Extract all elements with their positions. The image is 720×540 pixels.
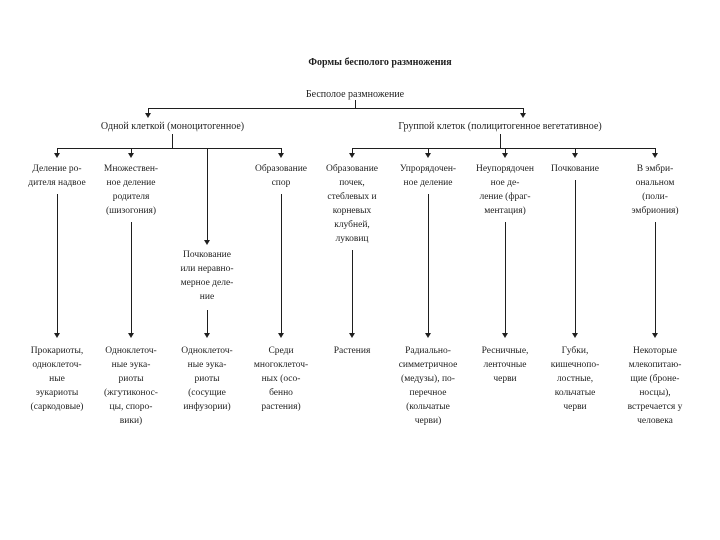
tick-col8 [575, 148, 576, 154]
node-unordered-division: Неупорядочен ное де- ление (фраг- ментац… [476, 164, 534, 216]
node-plants: Растения [333, 346, 371, 356]
arrow-col8-down [572, 333, 578, 338]
arrow-col9-down [652, 333, 658, 338]
connector-col6-down [428, 194, 429, 334]
connector-col1-down [57, 194, 58, 334]
arrow-col9 [652, 153, 658, 158]
connector-root-stem [355, 100, 356, 108]
connector-right-group-horizontal [352, 148, 655, 149]
node-multiple-division: Множествен- ное деление родителя (шизого… [103, 164, 159, 216]
arrow-col3-upper [204, 240, 210, 245]
node-bud-tuber-formation: Образование почек, стеблевых и корневых … [325, 164, 379, 244]
tick-col6 [428, 148, 429, 154]
connector-col3-lower [207, 310, 208, 334]
diagram-title: Формы бесполого размножения [308, 57, 452, 68]
arrow-col7-down [502, 333, 508, 338]
node-budding: Почкование [551, 164, 599, 174]
root-node: Бесполое размножение [305, 89, 405, 100]
node-polyembryony: В эмбри- ональном (поли- эмбриония) [631, 164, 679, 216]
connector-col5-down [352, 250, 353, 334]
connector-left-group-horizontal [57, 148, 281, 149]
connector-top-horizontal [148, 108, 523, 109]
arrow-col1-down [54, 333, 60, 338]
arrow-col7 [502, 153, 508, 158]
connector-col7-down [505, 222, 506, 334]
arrow-right-branch [520, 113, 526, 118]
node-medusae-annelids: Радиально- симметричное (медузы), по- пе… [398, 346, 458, 426]
node-ciliated-tapeworms: Ресничные, ленточные черви [481, 346, 529, 384]
node-budding-unequal-division: Почкование или неравно- мерное деле- ние [180, 250, 234, 302]
tick-col1 [57, 148, 58, 154]
node-prokaryotes-sarcodina: Прокариоты, одноклеточ- ные эукариоты (с… [30, 346, 84, 412]
tick-col5 [352, 148, 353, 154]
connector-col4-down [281, 194, 282, 334]
node-flagellates-sporozoans: Одноклеточ- ные эука- риоты (жгутиконос-… [104, 346, 158, 426]
connector-col8-down [575, 180, 576, 334]
connector-col9-down [655, 222, 656, 334]
node-division-in-two: Деление ро- дителя надвое [28, 164, 86, 188]
arrow-left-branch [145, 113, 151, 118]
connector-left-branch-tick [148, 108, 149, 114]
arrow-col1 [54, 153, 60, 158]
arrow-col4-down [278, 333, 284, 338]
tick-col2 [131, 148, 132, 154]
arrow-col6 [425, 153, 431, 158]
arrow-col5 [349, 153, 355, 158]
connector-left-group-stem [172, 134, 173, 148]
node-spore-formation: Образование спор [254, 164, 308, 188]
node-sponges-coelenterates: Губки, кишечнопо- лостные, кольчатые чер… [550, 346, 600, 412]
node-mammals-armadillos: Некоторые млекопитаю- щие (броне- носцы)… [627, 346, 683, 426]
connector-right-group-stem [500, 134, 501, 148]
tick-col9 [655, 148, 656, 154]
arrow-col3-lower [204, 333, 210, 338]
arrow-col5-down [349, 333, 355, 338]
arrow-col2 [128, 153, 134, 158]
tick-col7 [505, 148, 506, 154]
connector-col2-down [131, 222, 132, 334]
tick-col4 [281, 148, 282, 154]
node-ordered-division: Упрорядочен- ное деление [399, 164, 457, 188]
arrow-col6-down [425, 333, 431, 338]
node-multicellular-plants: Среди многоклеточ- ных (осо- бенно расте… [253, 346, 309, 412]
connector-col3-upper [207, 148, 208, 242]
arrow-col4 [278, 153, 284, 158]
node-suctorian-infusoria: Одноклеточ- ные эука- риоты (сосущие инф… [181, 346, 233, 412]
arrow-col2-down [128, 333, 134, 338]
arrow-col8 [572, 153, 578, 158]
group-polycytogenic-label: Группой клеток (полицитогенное вегетатив… [398, 121, 602, 132]
group-monocytogenic-label: Одной клеткой (моноцитогенное) [100, 121, 245, 132]
connector-right-branch-tick [523, 108, 524, 114]
